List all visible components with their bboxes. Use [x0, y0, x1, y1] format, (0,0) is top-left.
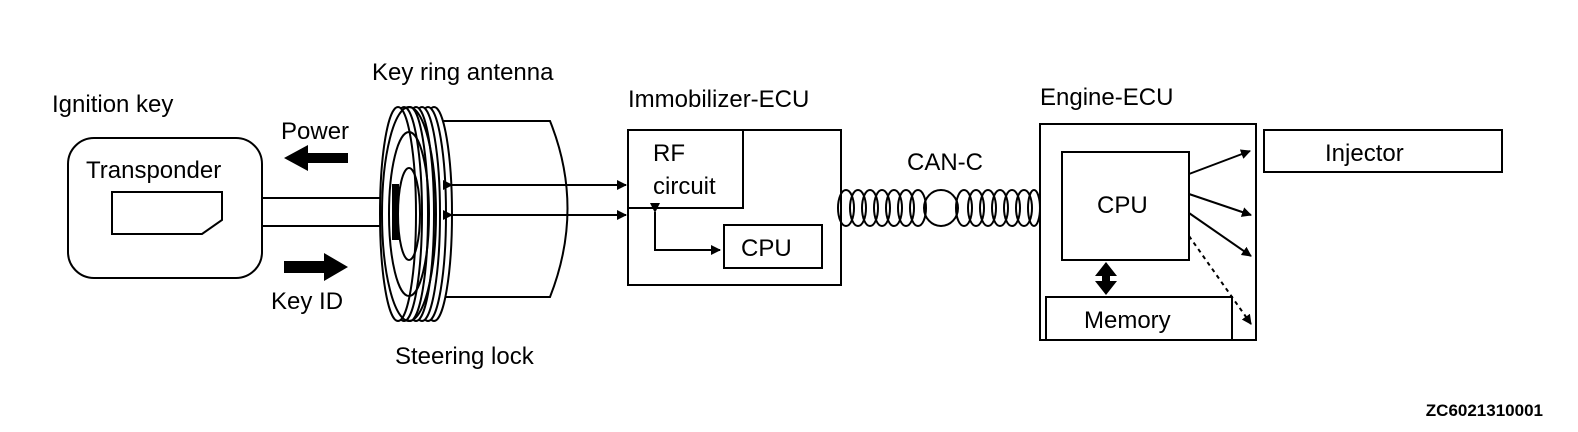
key-ring-antenna: [379, 106, 453, 322]
transponder-chip: [111, 191, 223, 235]
rf-circuit-label-line2: circuit: [653, 173, 716, 200]
key-blade: [392, 184, 399, 240]
cpu-output-arrow-dashed: [1188, 235, 1252, 325]
immo-cpu-box: [723, 224, 823, 269]
injector-label: Injector: [1325, 140, 1404, 167]
can-c-bus: [837, 189, 1041, 227]
key-shaft: [261, 197, 401, 227]
cpu-memory-arrow-icon: [1095, 262, 1117, 295]
engine-cpu-box: [1061, 151, 1190, 261]
injector-box: [1263, 129, 1503, 173]
cpu-output-arrow-3: [1188, 212, 1252, 257]
key-id-label: Key ID: [271, 288, 343, 315]
memory-label: Memory: [1084, 307, 1171, 334]
cpu-output-arrow-1: [1188, 149, 1251, 175]
key-id-arrow-icon: [284, 253, 348, 281]
key-ring-antenna-label: Key ring antenna: [372, 59, 554, 86]
immobilizer-ecu-label: Immobilizer-ECU: [628, 86, 809, 113]
transponder-label: Transponder: [86, 157, 221, 184]
steering-lock-housing: [440, 120, 569, 298]
power-label: Power: [281, 118, 349, 145]
power-arrow-icon: [284, 145, 348, 171]
figure-code: ZC6021310001: [1426, 401, 1543, 420]
ignition-key-label: Ignition key: [52, 91, 173, 118]
can-c-label: CAN-C: [907, 149, 983, 176]
steering-lock-label: Steering lock: [395, 343, 535, 370]
rf-circuit-label-line1: RF: [653, 140, 685, 167]
rf-circuit-box: [627, 129, 744, 209]
engine-cpu-label: CPU: [1097, 192, 1148, 219]
engine-ecu-label: Engine-ECU: [1040, 84, 1173, 111]
rf-cpu-arrow: [650, 203, 721, 255]
memory-box: [1045, 296, 1233, 341]
cpu-output-arrow-2: [1188, 193, 1252, 217]
immo-cpu-label: CPU: [741, 235, 792, 262]
